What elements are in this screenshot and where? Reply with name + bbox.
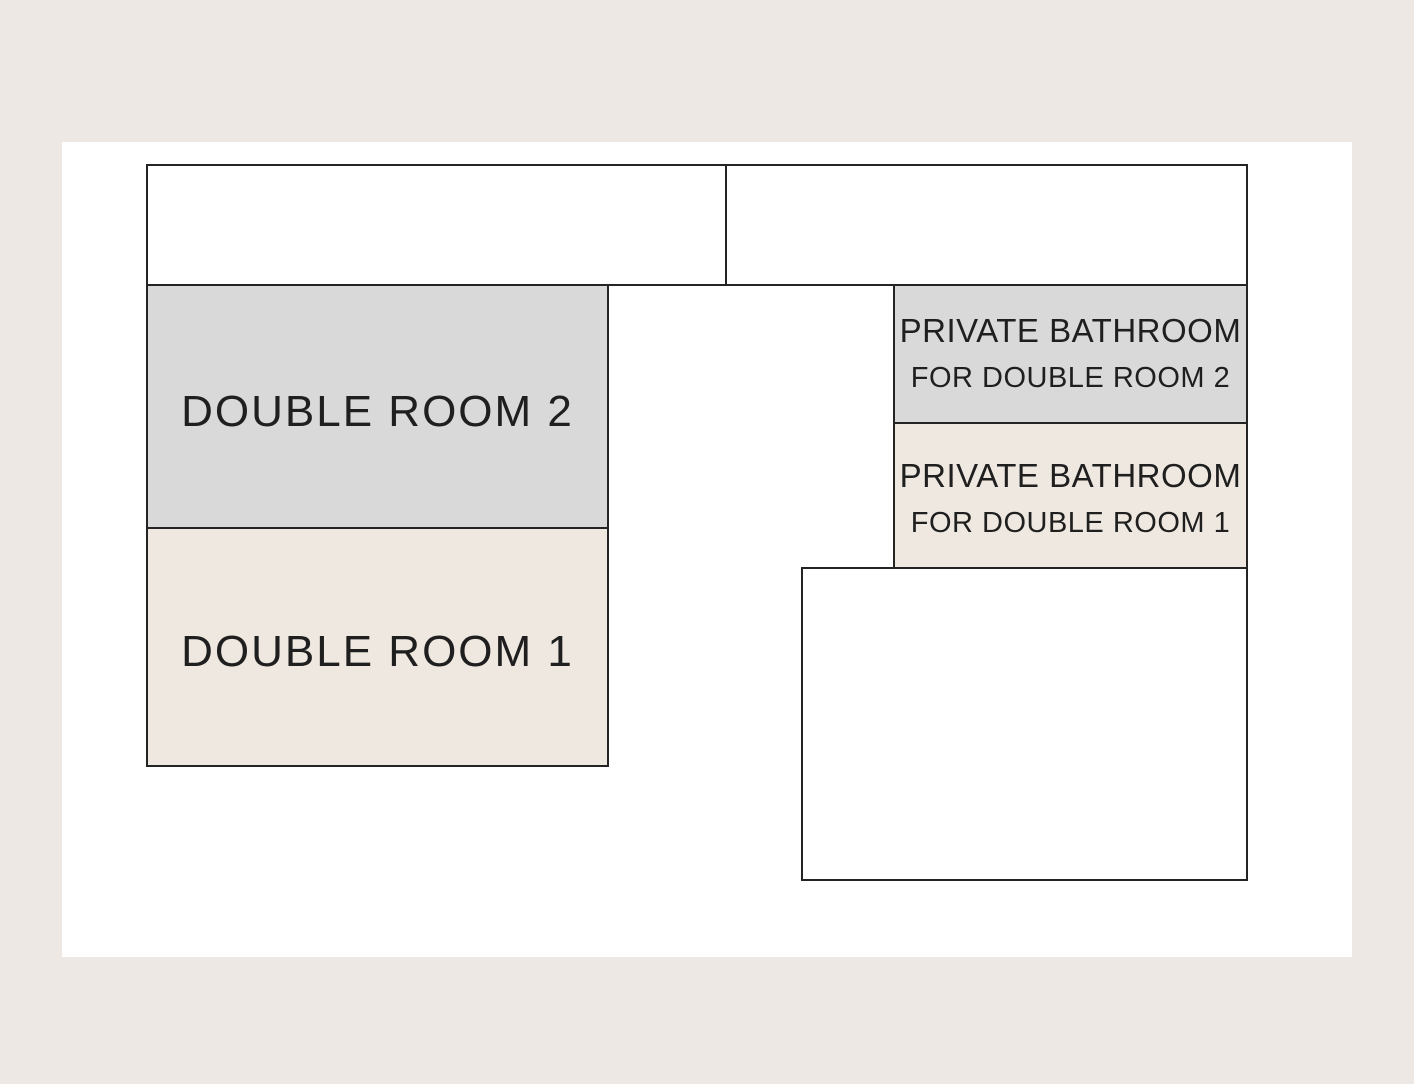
unlabeled-room-bottom-right bbox=[801, 567, 1248, 881]
private-bathroom-room-1: PRIVATE BATHROOM FOR DOUBLE ROOM 1 bbox=[893, 422, 1248, 569]
double-room-2: DOUBLE ROOM 2 bbox=[146, 284, 609, 529]
double-room-1-label: DOUBLE ROOM 1 bbox=[181, 627, 574, 676]
private-bathroom-room-1-label-line2: FOR DOUBLE ROOM 1 bbox=[910, 506, 1231, 539]
private-bathroom-room-2-label-line2: FOR DOUBLE ROOM 2 bbox=[910, 362, 1231, 394]
private-bathroom-room-1-label-line1: PRIVATE BATHROOM bbox=[899, 456, 1242, 494]
double-room-2-label: DOUBLE ROOM 2 bbox=[181, 386, 574, 436]
private-bathroom-room-2: PRIVATE BATHROOM FOR DOUBLE ROOM 2 bbox=[893, 284, 1248, 424]
unlabeled-room-top-right bbox=[725, 164, 1248, 286]
double-room-1: DOUBLE ROOM 1 bbox=[146, 527, 609, 767]
unlabeled-room-top-left bbox=[146, 164, 727, 286]
private-bathroom-room-2-label-line1: PRIVATE BATHROOM bbox=[899, 312, 1242, 349]
